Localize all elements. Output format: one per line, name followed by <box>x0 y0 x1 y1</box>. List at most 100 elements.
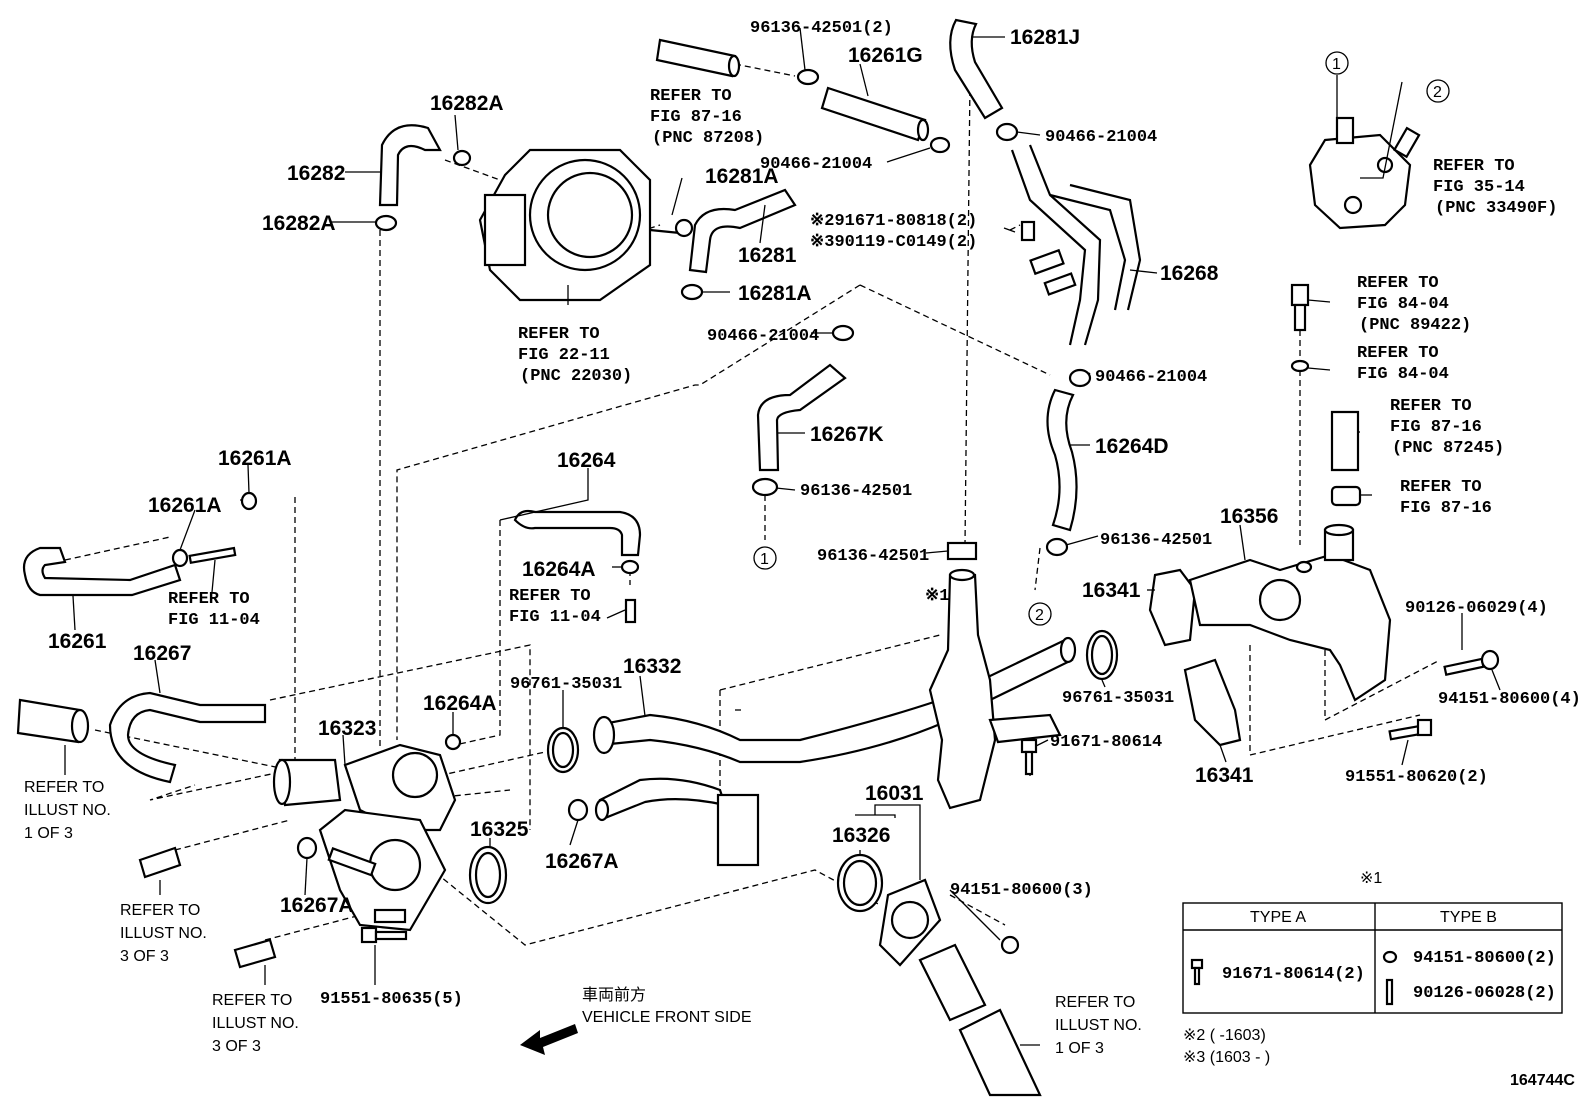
svg-text:ILLUST NO.: ILLUST NO. <box>24 802 111 819</box>
clamp-16264A-a <box>620 559 640 575</box>
hose-16264 <box>513 509 642 557</box>
svg-text:FIG 11-04: FIG 11-04 <box>168 611 260 630</box>
label-16267K: 16267K <box>810 423 884 446</box>
label-16264D: 16264D <box>1095 435 1169 458</box>
gasket-96761-b <box>1085 629 1119 681</box>
table-b-part1: 94151-80600(2) <box>1413 949 1556 968</box>
hose-16267K <box>756 324 855 472</box>
label-16326: 16326 <box>832 824 890 847</box>
svg-text:ILLUST NO.: ILLUST NO. <box>212 1015 299 1032</box>
circle-marker-2-top <box>1426 79 1450 103</box>
table-mark: ※1 <box>1360 870 1382 887</box>
label-16264: 16264 <box>557 449 616 472</box>
ref-33490F: REFER TO FIG 35-14 (PNC 33490F) <box>1433 157 1557 218</box>
vehicle-front-note: 車両前方 VEHICLE FRONT SIDE <box>582 986 752 1026</box>
ref-84-04: REFER TO FIG 84-04 <box>1357 344 1449 384</box>
ref-illust-1-left: REFER TO ILLUST NO. 1 OF 3 <box>24 779 111 842</box>
svg-text:(PNC 87208): (PNC 87208) <box>652 129 764 148</box>
circle-marker-2-top-label: 2 <box>1433 84 1442 101</box>
clamp-16282A-top <box>452 149 472 167</box>
label-16282A-left: 16282A <box>262 212 336 235</box>
table-b-stud-icon <box>1385 978 1394 1006</box>
svg-text:1 OF 3: 1 OF 3 <box>1055 1040 1104 1057</box>
svg-text:REFER TO: REFER TO <box>1390 397 1472 416</box>
label-16281: 16281 <box>738 244 797 267</box>
label-91551-80635: 91551-80635(5) <box>320 990 463 1009</box>
clamp-16267A-a <box>296 836 318 860</box>
svg-text:FIG 87-16: FIG 87-16 <box>1400 499 1492 518</box>
label-16267A-a: 16267A <box>280 894 354 917</box>
leader-lines <box>64 27 1501 1046</box>
label-94151-80600-4: 94151-80600(4) <box>1438 690 1581 709</box>
label-16267A-b: 16267A <box>545 850 619 873</box>
svg-text:REFER TO: REFER TO <box>1055 994 1135 1011</box>
svg-text:REFER TO: REFER TO <box>168 590 250 609</box>
reference-notes: REFER TO FIG 87-16 (PNC 87208) REFER TO … <box>24 87 1557 1057</box>
label-16341-a: 16341 <box>1082 579 1141 602</box>
front-arrow <box>520 1024 578 1055</box>
svg-text:(PNC 33490F): (PNC 33490F) <box>1435 199 1557 218</box>
washer-84-04 <box>1290 359 1310 373</box>
label-16268: 16268 <box>1160 262 1219 285</box>
nut-94151-80600-4 <box>1480 649 1500 671</box>
ref-11-04-a: REFER TO FIG 11-04 <box>168 590 260 630</box>
nut-94151-80600 <box>1000 935 1020 955</box>
bolt-91671-80614 <box>1020 738 1038 776</box>
svg-text:(PNC 22030): (PNC 22030) <box>520 367 632 386</box>
svg-text:REFER TO: REFER TO <box>120 902 200 919</box>
table-frame <box>1182 902 1563 1014</box>
svg-text:FIG 84-04: FIG 84-04 <box>1357 295 1449 314</box>
label-16264A-a: 16264A <box>522 558 596 581</box>
ref-87245: REFER TO FIG 87-16 (PNC 87245) <box>1390 397 1504 458</box>
circle-marker-2-lower <box>1028 602 1052 626</box>
label-90466-21004-a: 90466-21004 <box>760 155 872 174</box>
label-390119: ※390119-C0149(2) <box>810 233 977 252</box>
circle-marker-1-lower-label: 1 <box>760 551 769 568</box>
diagram-id: 164744C <box>1510 1072 1575 1089</box>
label-16323: 16323 <box>318 717 376 740</box>
housing-16323 <box>272 743 457 932</box>
ref-87-16: REFER TO FIG 87-16 <box>1400 478 1492 518</box>
label-16325: 16325 <box>470 818 529 841</box>
svg-text:REFER TO: REFER TO <box>1357 344 1439 363</box>
hose-87208 <box>655 38 741 78</box>
label-16264A-b: 16264A <box>423 692 497 715</box>
svg-text:ILLUST NO.: ILLUST NO. <box>120 925 207 942</box>
ref-illust-3-a: REFER TO ILLUST NO. 3 OF 3 <box>120 902 207 965</box>
label-16282: 16282 <box>287 162 345 185</box>
ref-87208: REFER TO FIG 87-16 (PNC 87208) <box>650 87 764 148</box>
label-mark1: ※1 <box>925 587 949 606</box>
label-16031: 16031 <box>865 782 924 805</box>
hose-illust-1 <box>16 698 90 744</box>
pipe-16268 <box>1010 144 1142 346</box>
parts <box>16 18 1500 1097</box>
svg-text:3 OF 3: 3 OF 3 <box>212 1038 261 1055</box>
label-16261A-a: 16261A <box>218 447 292 470</box>
svg-text:REFER TO: REFER TO <box>1400 478 1482 497</box>
label-16341-b: 16341 <box>1195 764 1254 787</box>
hose-16282 <box>378 124 442 207</box>
label-96761-35031-a: 96761-35031 <box>510 675 622 694</box>
table-a-bolt-icon <box>1190 958 1204 986</box>
bolt-91551-80620 <box>1388 718 1433 741</box>
clamp-90466-b <box>995 122 1019 142</box>
svg-text:FIG 22-11: FIG 22-11 <box>518 346 610 365</box>
ref-89422: REFER TO FIG 84-04 (PNC 89422) <box>1357 274 1471 335</box>
label-16332: 16332 <box>623 655 681 678</box>
hose-16267 <box>108 691 267 784</box>
svg-text:FIG 87-16: FIG 87-16 <box>1390 418 1482 437</box>
svg-text:(PNC 87245): (PNC 87245) <box>1392 439 1504 458</box>
label-16261A-b: 16261A <box>148 494 222 517</box>
svg-text:(PNC 89422): (PNC 89422) <box>1359 316 1471 335</box>
svg-text:REFER TO: REFER TO <box>24 779 104 796</box>
svg-text:REFER TO: REFER TO <box>509 587 591 606</box>
table-b-part2: 90126-06028(2) <box>1413 984 1556 1003</box>
clamp-96136-b <box>946 541 978 561</box>
gasket-16341-lower <box>1183 658 1242 747</box>
circle-marker-1-lower <box>753 546 777 570</box>
hose-16264D <box>1046 388 1078 532</box>
hose-illust-3a <box>138 846 182 879</box>
hose-illust-3b <box>233 938 277 969</box>
outlet-16356 <box>1148 523 1392 702</box>
